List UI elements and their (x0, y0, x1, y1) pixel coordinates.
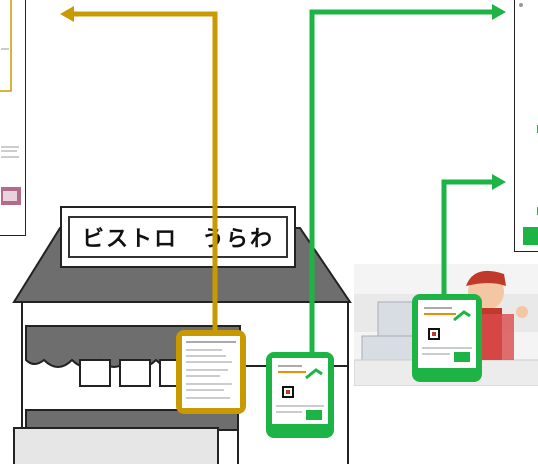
arrow-right-icon (492, 4, 506, 20)
gold-connector-line (72, 14, 215, 334)
green-connector-line-counter (444, 182, 494, 298)
arrow-right-icon (492, 174, 506, 190)
arrow-left-icon (60, 6, 74, 22)
